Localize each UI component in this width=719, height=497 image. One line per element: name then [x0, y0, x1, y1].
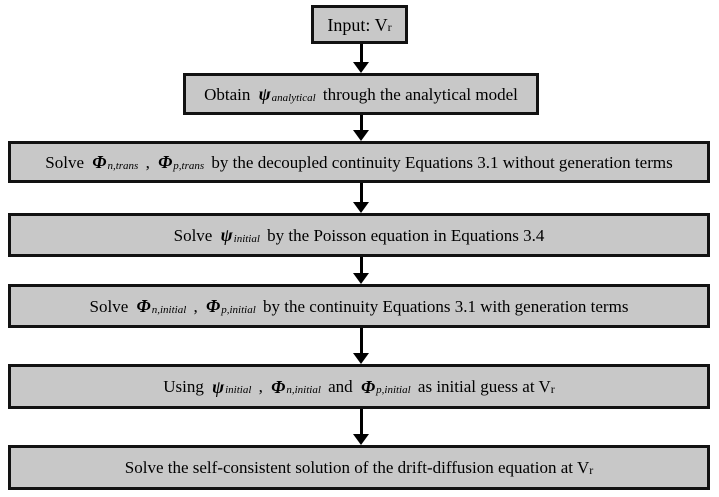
- subscript-text: p,trans: [173, 159, 205, 172]
- box-label-text: Solve: [45, 152, 89, 172]
- arrow-shaft: [359, 257, 363, 276]
- arrow-shaft: [359, 183, 363, 205]
- greek-symbol: ψ: [258, 84, 271, 104]
- arrow-shaft: [359, 44, 363, 65]
- arrow-shaft: [359, 409, 363, 437]
- arrow-head: [353, 62, 369, 73]
- box-label-text: and: [323, 377, 357, 396]
- flow-arrow-down-icon: [353, 115, 369, 141]
- arrow-head: [353, 130, 369, 141]
- subscript-text: r: [387, 19, 392, 34]
- flow-box-drift-diffusion: Solve the self-consistent solution of th…: [8, 445, 710, 490]
- box-label-text: ,: [141, 152, 155, 172]
- subscript-text: p,initial: [221, 303, 256, 316]
- box-label-text: by the continuity Equations 3.1 with gen…: [258, 296, 629, 316]
- greek-symbol: Φ: [360, 376, 376, 397]
- greek-symbol: Φ: [271, 376, 286, 397]
- arrow-shaft: [359, 115, 363, 133]
- greek-symbol: Φ: [158, 152, 173, 172]
- arrow-head: [353, 273, 369, 284]
- box-label-text: through the analytical model: [318, 84, 518, 104]
- flow-arrow-down-icon: [353, 328, 369, 364]
- subscript-text: r: [550, 381, 555, 396]
- subscript-text: n,trans: [107, 159, 139, 172]
- greek-symbol: Φ: [206, 296, 221, 316]
- arrow-head: [353, 353, 369, 364]
- box-label-text: Obtain: [204, 84, 255, 104]
- subscript-text: r: [589, 462, 594, 477]
- subscript-text: initial: [233, 232, 260, 245]
- arrow-shaft: [359, 328, 363, 356]
- box-label-text: by the decoupled continuity Equations 3.…: [207, 152, 673, 172]
- box-label-text: by the Poisson equation in Equations 3.4: [262, 225, 545, 245]
- subscript-text: p,initial: [376, 384, 411, 396]
- flow-arrow-down-icon: [353, 257, 369, 284]
- box-label-text: Input: V: [327, 14, 388, 35]
- greek-symbol: ψ: [220, 225, 233, 245]
- box-label-text: Solve the self-consistent solution of th…: [124, 458, 590, 477]
- box-label-text: Solve: [89, 296, 133, 316]
- flow-arrow-down-icon: [353, 409, 369, 445]
- box-label-text: Using: [163, 377, 209, 396]
- flow-arrow-down-icon: [353, 183, 369, 213]
- arrow-head: [353, 434, 369, 445]
- subscript-text: n,initial: [151, 303, 187, 316]
- subscript-text: analytical: [271, 91, 316, 104]
- box-label-text: ,: [254, 377, 268, 396]
- arrow-head: [353, 202, 369, 213]
- subscript-text: n,initial: [286, 384, 321, 396]
- greek-symbol: ψ: [212, 376, 225, 397]
- box-label-text: ,: [189, 296, 203, 316]
- subscript-text: initial: [225, 384, 252, 396]
- flow-arrow-down-icon: [353, 44, 369, 73]
- greek-symbol: Φ: [136, 296, 151, 316]
- greek-symbol: Φ: [92, 152, 107, 172]
- box-label-text: Solve: [173, 225, 217, 245]
- box-label-text: as initial guess at V: [413, 377, 551, 396]
